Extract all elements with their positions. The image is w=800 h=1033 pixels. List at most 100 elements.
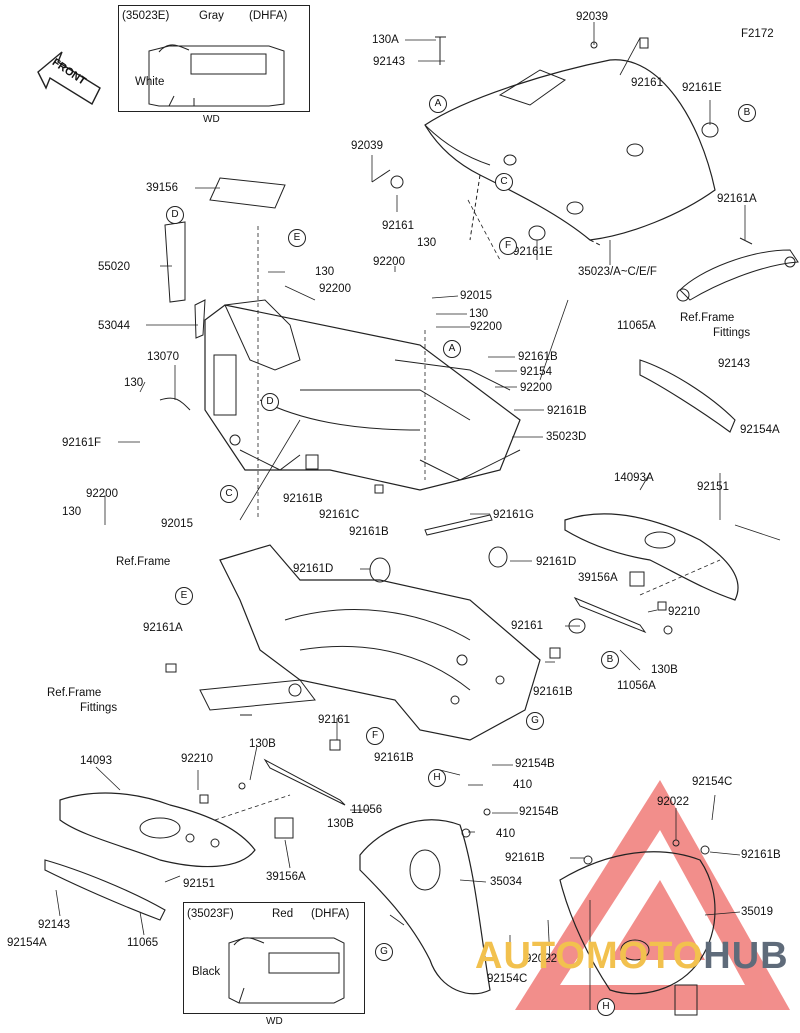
- part-92151: 92151: [697, 481, 729, 493]
- callout-H: H: [597, 998, 615, 1016]
- ref-frame-fittings-label: Ref.Frame: [680, 312, 735, 324]
- part-92161: 92161: [382, 220, 414, 232]
- part-11065: 11065: [127, 937, 159, 949]
- inset-bottom-color: Red: [272, 908, 294, 920]
- part-92154: 92154: [520, 366, 552, 378]
- callout-A: A: [443, 340, 461, 358]
- part-92039: 92039: [576, 11, 608, 23]
- part-92154A: 92154A: [740, 424, 780, 436]
- part-410: 410: [496, 828, 516, 840]
- callout-H: H: [428, 769, 446, 787]
- part-92015: 92015: [460, 290, 492, 302]
- part-92022: 92022: [525, 953, 557, 965]
- part-35034: 35034: [490, 876, 522, 888]
- part-92143: 92143: [718, 358, 750, 370]
- part-92161A: 92161A: [717, 193, 757, 205]
- part-39156: 39156: [146, 182, 178, 194]
- rear-fender-gray-icon: [148, 44, 285, 107]
- ref-frame-label: Ref.Frame: [116, 556, 171, 568]
- inset-top-color: Gray: [199, 10, 224, 22]
- callout-E: E: [288, 229, 306, 247]
- part-92154B: 92154B: [515, 758, 555, 770]
- ref-frame-fittings-label: Fittings: [80, 702, 118, 714]
- part-92200: 92200: [520, 382, 552, 394]
- watermark-part-1: AUTOMOTO: [475, 935, 704, 977]
- callout-G: G: [375, 943, 393, 961]
- part-92161: 92161: [318, 714, 350, 726]
- inset-top-region: (DHFA): [249, 10, 288, 22]
- part-55020: 55020: [98, 261, 130, 273]
- part-92154C: 92154C: [692, 776, 733, 788]
- inset-box-35023F: [183, 902, 365, 1014]
- callout-D: D: [261, 393, 279, 411]
- part-92161B: 92161B: [283, 493, 323, 505]
- part-92210: 92210: [181, 753, 213, 765]
- part-35023D: 35023D: [546, 431, 587, 443]
- inset-box-35023E: [118, 5, 310, 112]
- ref-frame-fittings-label: Ref.Frame: [47, 687, 102, 699]
- front-arrow-icon: [37, 51, 101, 105]
- part-130B: 130B: [249, 738, 276, 750]
- part-92161E: 92161E: [513, 246, 553, 258]
- part-92143: 92143: [38, 919, 70, 931]
- part-92154C: 92154C: [487, 973, 528, 985]
- inset-bottom-region: (DHFA): [311, 908, 350, 920]
- part-92161B: 92161B: [374, 752, 414, 764]
- part-92154A: 92154A: [7, 937, 47, 949]
- callout-D: D: [166, 206, 184, 224]
- callout-G: G: [526, 712, 544, 730]
- callout-E: E: [175, 587, 193, 605]
- part-130B: 130B: [327, 818, 354, 830]
- part-11056A: 11056A: [617, 680, 656, 692]
- part-11056: 11056: [351, 804, 383, 816]
- part-92161F: 92161F: [62, 437, 102, 449]
- part-92161: 92161: [631, 77, 663, 89]
- part-92154B: 92154B: [519, 806, 559, 818]
- inset-bottom-sub-label: Black: [192, 966, 221, 978]
- callout-F: F: [499, 237, 517, 255]
- part-92200: 92200: [470, 321, 502, 333]
- part-53044: 53044: [98, 320, 130, 332]
- callout-B: B: [601, 651, 619, 669]
- part-92161B: 92161B: [741, 849, 781, 861]
- part-92151: 92151: [183, 878, 215, 890]
- part-92161E: 92161E: [682, 82, 722, 94]
- part-92143: 92143: [373, 56, 405, 68]
- part-92039: 92039: [351, 140, 383, 152]
- part-92161A: 92161A: [143, 622, 183, 634]
- part-14093: 14093: [80, 755, 112, 767]
- ref-frame-fittings-label: Fittings: [713, 327, 751, 339]
- part-130: 130: [417, 237, 437, 249]
- watermark-part-2: HUB: [703, 935, 789, 977]
- part-92200: 92200: [373, 256, 405, 268]
- part-92022: 92022: [657, 796, 689, 808]
- part-92015: 92015: [161, 518, 193, 530]
- part-92210: 92210: [668, 606, 700, 618]
- rear-fender-red-icon: [228, 937, 345, 1004]
- part-35019: 35019: [741, 906, 773, 918]
- part-410: 410: [513, 779, 533, 791]
- part-130: 130: [315, 266, 335, 278]
- part-92200: 92200: [319, 283, 351, 295]
- part-92161B: 92161B: [547, 405, 587, 417]
- part-130B: 130B: [651, 664, 678, 676]
- part-92161D: 92161D: [536, 556, 577, 568]
- part-35023: 35023/A~C/E/F: [578, 266, 657, 278]
- part-92161D: 92161D: [293, 563, 334, 575]
- inset-top-sub-label: White: [135, 76, 165, 88]
- inset-top-code: (35023E): [122, 10, 170, 22]
- inset-top-footer: WD: [203, 114, 220, 125]
- part-130: 130: [469, 308, 489, 320]
- part-92161C: 92161C: [319, 509, 360, 521]
- callout-C: C: [495, 173, 513, 191]
- part-11065A: 11065A: [617, 320, 656, 332]
- figure-code: F2172: [741, 28, 774, 40]
- callout-F: F: [366, 727, 384, 745]
- part-92161B: 92161B: [505, 852, 545, 864]
- part-39156A: 39156A: [578, 572, 618, 584]
- part-92161: 92161: [511, 620, 543, 632]
- part-39156A: 39156A: [266, 871, 306, 883]
- part-92161B: 92161B: [349, 526, 389, 538]
